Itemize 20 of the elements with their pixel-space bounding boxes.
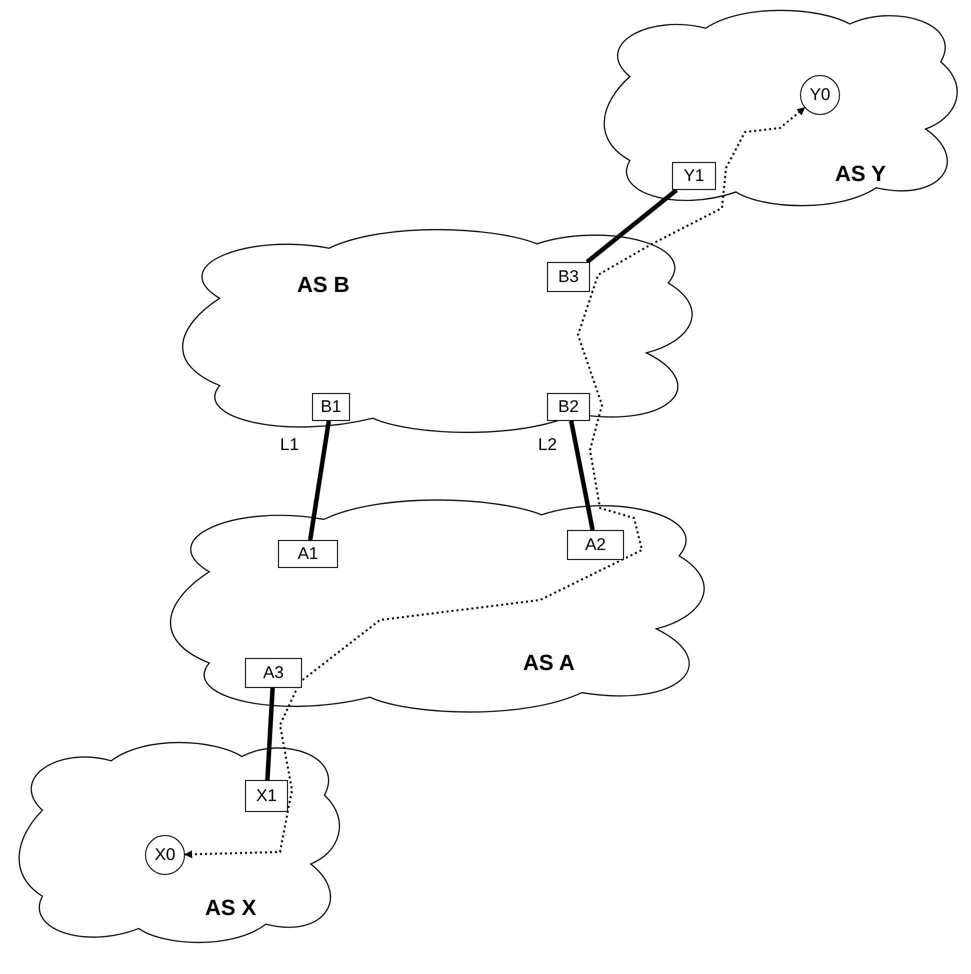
- region-label: AS Y: [835, 161, 886, 187]
- dotted-route-arrow: [184, 106, 806, 858]
- region-label: AS X: [205, 895, 256, 921]
- router-box: X1: [245, 780, 288, 812]
- region-label: AS B: [297, 272, 350, 298]
- edge-label: L1: [280, 435, 299, 455]
- router-box: A1: [278, 540, 338, 568]
- region-label: AS A: [523, 650, 575, 676]
- link-line: [586, 188, 678, 264]
- router-box: B1: [312, 393, 350, 421]
- link-line: [265, 688, 275, 780]
- host-circle: Y0: [800, 75, 840, 115]
- host-circle: X0: [145, 835, 185, 875]
- router-box: A3: [245, 658, 302, 688]
- router-box: Y1: [672, 162, 716, 190]
- edge-label: L2: [538, 435, 557, 455]
- link-line: [308, 420, 332, 540]
- router-box: A2: [567, 530, 624, 560]
- router-box: B3: [547, 262, 590, 292]
- router-box: B2: [547, 393, 590, 421]
